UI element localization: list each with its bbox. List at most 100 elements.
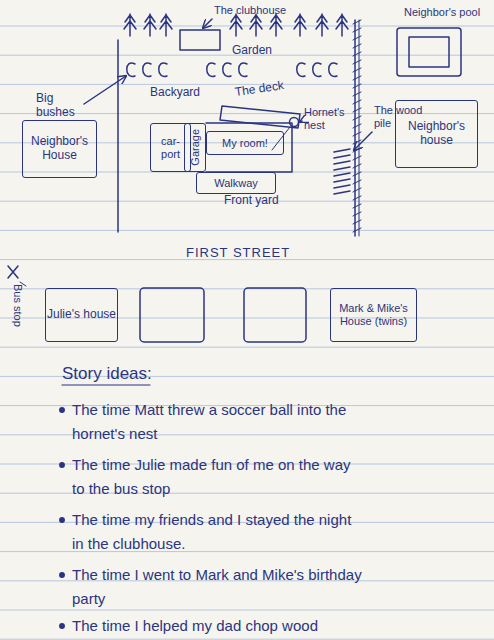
fence-slat — [353, 68, 361, 72]
tree — [270, 14, 282, 36]
log — [334, 185, 350, 188]
hornets-nest — [290, 118, 299, 127]
story-idea: The time Julie made fun of me on the way… — [72, 453, 362, 501]
house-outline — [206, 123, 292, 172]
right-fence — [354, 20, 356, 236]
map-label: Hornet's nest — [304, 106, 352, 131]
map-label: The clubhouse — [214, 4, 304, 17]
map-label: Backyard — [150, 86, 220, 100]
bullet-dot — [60, 573, 64, 577]
house-box — [140, 288, 204, 342]
building-name: Garage — [189, 129, 202, 166]
story-idea: The time I went to Mark and Mike's birth… — [72, 563, 362, 611]
fence-slat — [353, 188, 361, 192]
fence-slat — [353, 204, 361, 208]
ruled-line — [0, 610, 494, 611]
log — [334, 173, 350, 176]
story-idea: The time I helped my dad chop wood — [72, 614, 452, 638]
fence-slat — [353, 28, 361, 32]
map-label: Big bushes — [36, 92, 86, 120]
fence-slat — [353, 76, 361, 80]
bullet-dot — [60, 408, 64, 412]
fence-slat — [353, 84, 361, 88]
fence-slat — [353, 124, 361, 128]
wood-pile — [334, 149, 350, 194]
clubhouse-box — [180, 30, 220, 50]
bush — [127, 63, 135, 77]
bush — [297, 63, 305, 77]
fence-slat — [353, 20, 361, 24]
bullet-dot — [60, 518, 64, 522]
building-name: Mark & Mike's House (twins) — [331, 302, 416, 327]
ruled-lines — [0, 26, 494, 639]
tree — [316, 14, 328, 36]
pool-outline — [397, 28, 461, 76]
log — [334, 191, 350, 194]
bush — [329, 63, 337, 77]
map-label: Story ideas: — [62, 364, 182, 384]
fence-slat — [353, 36, 361, 40]
log — [334, 155, 350, 158]
bus-stop-mark — [8, 266, 18, 278]
building-name: My room! — [222, 137, 268, 150]
ruled-line — [0, 230, 494, 231]
map-label: FIRST STREET — [186, 246, 326, 261]
tree — [230, 14, 242, 36]
building-name: Neighbor's House — [23, 135, 96, 163]
fence-slat — [353, 172, 361, 176]
map-label: The deck — [234, 76, 305, 99]
log — [334, 149, 350, 152]
log — [334, 167, 350, 170]
log — [334, 161, 350, 164]
house-box — [244, 288, 306, 342]
fence-slat — [353, 220, 361, 224]
fence-slat — [353, 108, 361, 112]
map-label: Front yard — [224, 194, 304, 208]
bush — [159, 63, 167, 77]
tree-row — [124, 14, 348, 36]
bullet-dot — [60, 463, 64, 467]
fence-slat — [353, 132, 361, 136]
fence-slat — [353, 164, 361, 168]
pool-water — [409, 37, 449, 67]
fence-slat — [353, 196, 361, 200]
bushes — [127, 63, 337, 77]
bush — [207, 63, 215, 77]
ruled-line — [0, 639, 494, 640]
bush — [239, 63, 247, 77]
map-label: Neighbor's pool — [404, 6, 492, 19]
left-fence — [117, 40, 119, 232]
fence-slat — [353, 60, 361, 64]
ruled-line — [0, 26, 494, 27]
story-idea: The time my friends and I stayed the nig… — [72, 508, 362, 556]
fence-slat — [353, 228, 361, 232]
leader-arrow — [354, 132, 372, 150]
building-box: Julie's house — [45, 288, 118, 342]
fence-slat — [353, 92, 361, 96]
bush — [143, 63, 151, 77]
tree — [160, 14, 172, 36]
bush — [223, 63, 231, 77]
map-label: The wood pile — [374, 104, 434, 129]
map-label: Bus stop — [11, 284, 24, 327]
building-box: Neighbor's House — [22, 120, 97, 178]
bush — [313, 63, 321, 77]
building-name: Walkway — [214, 177, 258, 190]
fence-slat — [353, 212, 361, 216]
tree — [294, 14, 306, 36]
building-name: Neighbor's house — [396, 120, 477, 148]
tree — [124, 14, 136, 36]
fence-slat — [353, 116, 361, 120]
building-box: My room! — [206, 131, 284, 155]
leader-arrow — [300, 121, 302, 122]
tree — [336, 14, 348, 36]
log — [334, 179, 350, 182]
building-name: Julie's house — [47, 308, 116, 322]
fence-hatch — [353, 20, 361, 232]
leader-arrow — [203, 19, 212, 28]
building-box: Walkway — [196, 172, 276, 194]
map-label: Garden — [232, 44, 292, 58]
story-idea: The time Matt threw a soccer ball into t… — [72, 398, 362, 446]
building-box: Garage — [184, 123, 206, 172]
fence-slat — [353, 180, 361, 184]
